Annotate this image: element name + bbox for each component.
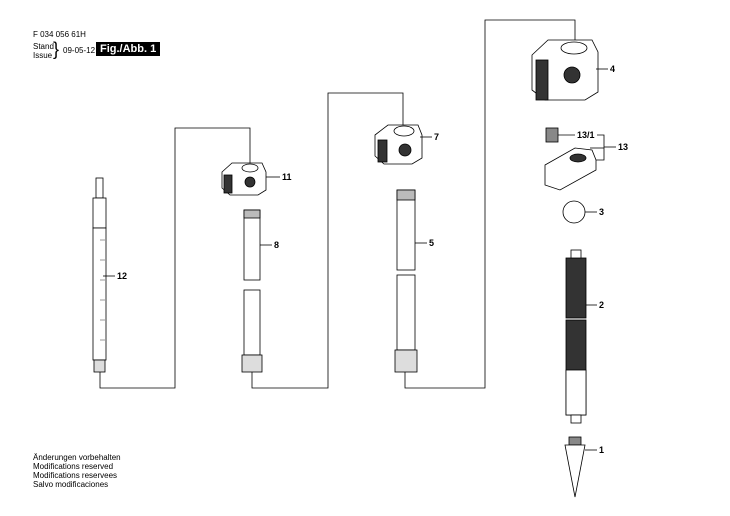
callout-1: 1	[599, 445, 604, 455]
part-3-ball	[562, 200, 586, 224]
callout-8: 8	[274, 240, 279, 250]
issue-label: Issue	[33, 51, 53, 60]
note-en: Modifications reserved	[33, 462, 114, 471]
part-11-clamp	[221, 162, 267, 196]
stand-label: Stand	[33, 42, 54, 51]
part-7-clamp	[374, 124, 423, 165]
note-fr: Modifications reservees	[33, 471, 118, 480]
part-12-rod	[92, 177, 107, 373]
part-1-spike	[564, 436, 586, 498]
part-number: F 034 056 61H	[33, 30, 86, 39]
figure-label: Fig./Abb. 1	[96, 42, 161, 56]
part-8-tube	[241, 209, 263, 373]
leader-lines	[103, 68, 616, 451]
brace: }	[53, 39, 60, 59]
callout-12: 12	[117, 271, 127, 281]
callout-3: 3	[599, 207, 604, 217]
part-2-threaded-rod	[565, 249, 587, 424]
callout-13-1: 13/1	[577, 130, 595, 140]
callout-4: 4	[610, 64, 615, 74]
callout-13: 13	[618, 142, 628, 152]
part-5-tube	[394, 189, 418, 373]
part-13-plate	[544, 127, 597, 191]
callout-11: 11	[282, 172, 292, 182]
note-de: Änderungen vorbehalten	[33, 453, 121, 462]
callout-labels: 12 11 8 7 5 4 13/1 13 3 2 1	[117, 64, 628, 455]
callout-7: 7	[434, 132, 439, 142]
part-4-clamp	[531, 39, 599, 101]
callout-5: 5	[429, 238, 434, 248]
note-es: Salvo modificaciones	[33, 480, 109, 489]
assembly-lines	[99, 19, 576, 389]
issue-date: 09-05-12	[63, 46, 96, 55]
callout-2: 2	[599, 300, 604, 310]
